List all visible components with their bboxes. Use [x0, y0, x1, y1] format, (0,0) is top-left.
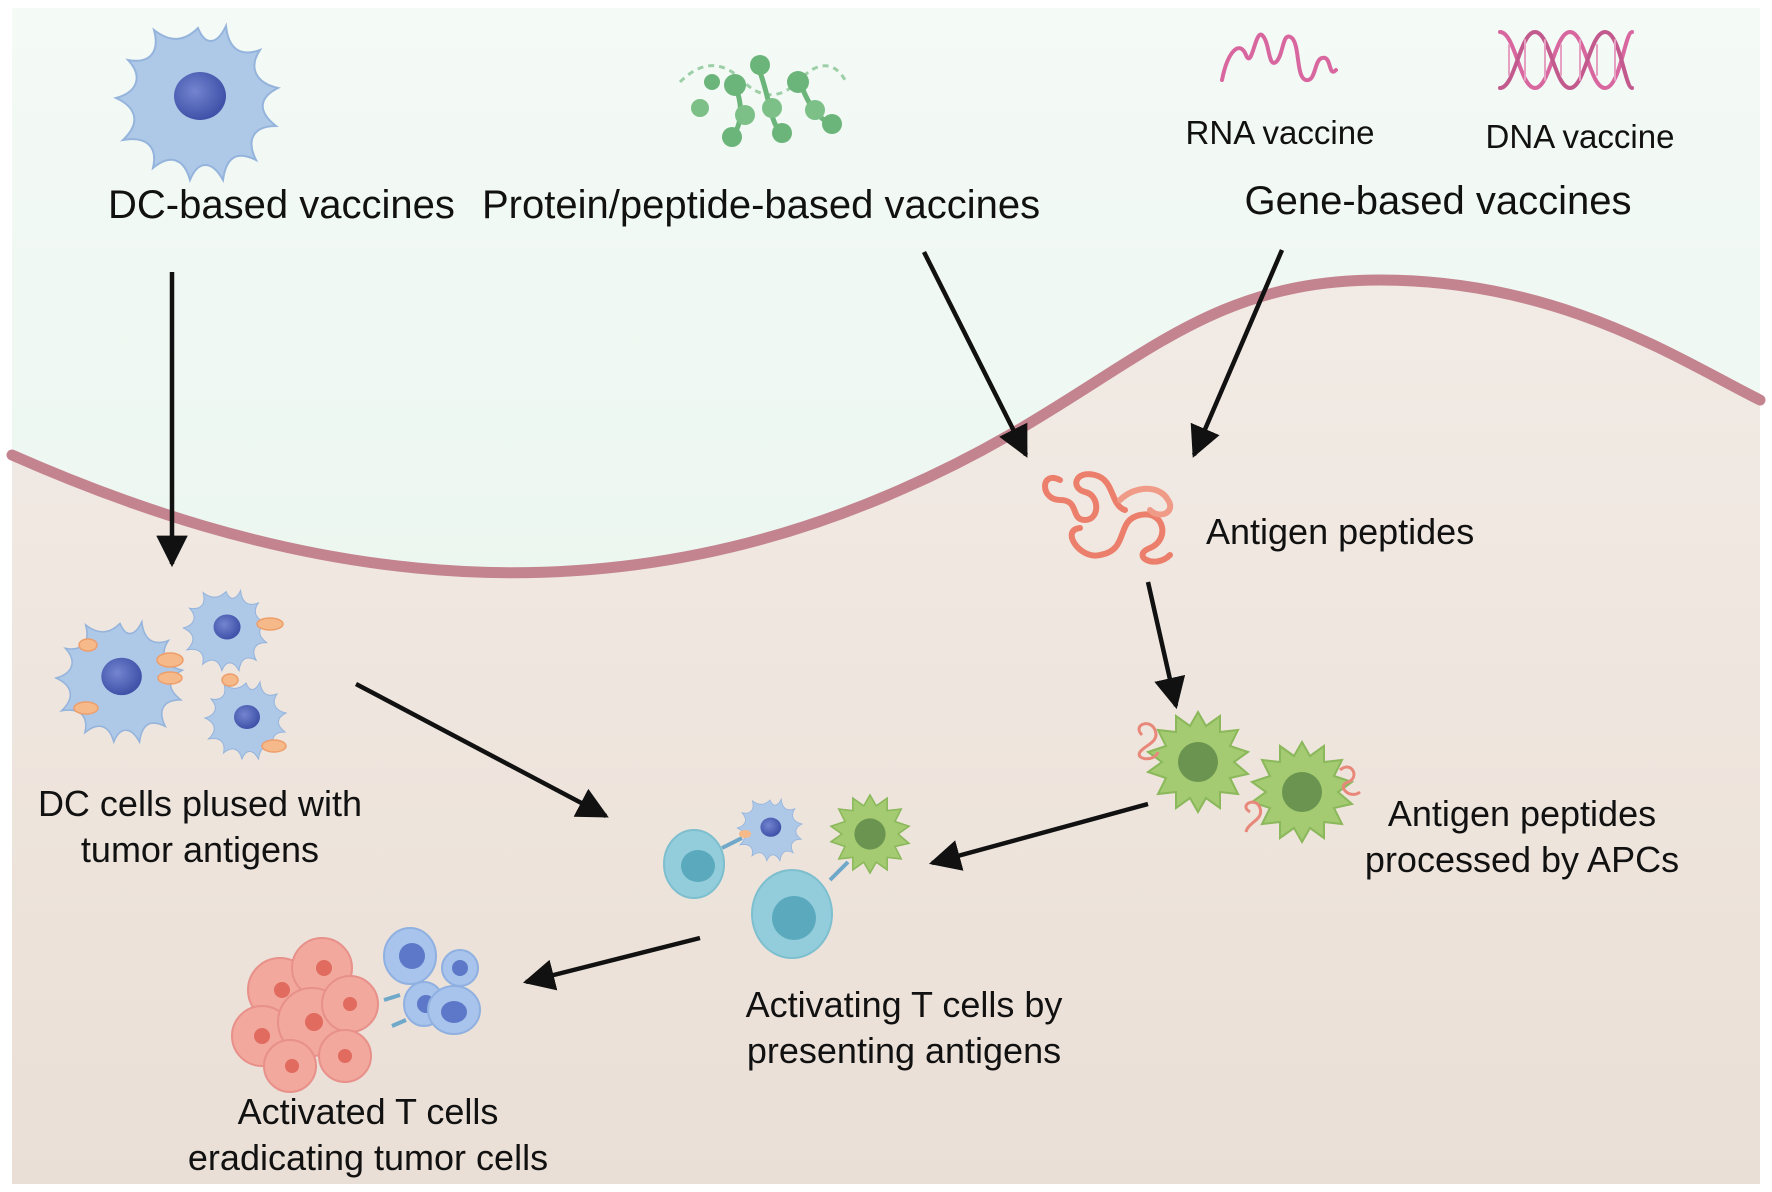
- peptide-chain-icon: [678, 55, 847, 147]
- apc-cell-icon: [829, 793, 911, 875]
- arrow-gene-to-antigen: [1190, 249, 1285, 458]
- activated-label-line1: Activated T cells: [238, 1091, 499, 1132]
- t-cell-icon: [663, 829, 725, 899]
- arrow-antigen-to-apc: [1145, 581, 1186, 710]
- activating-label-line1: Activating T cells by: [746, 984, 1063, 1025]
- t-cell-icon: [383, 927, 481, 1035]
- apc-cell-icon: [1249, 739, 1355, 845]
- rna-vaccine-label: RNA vaccine: [1186, 114, 1375, 151]
- processed-label-line1: Antigen peptides: [1388, 793, 1656, 834]
- dendritic-cell-icon: [113, 22, 281, 184]
- apc-cell-icon: [1145, 709, 1251, 815]
- dc-pulsed-label-line2: tumor antigens: [81, 829, 319, 870]
- dc-pulsed-label-line1: DC cells plused with: [38, 783, 362, 824]
- activating-label-line2: presenting antigens: [747, 1030, 1061, 1071]
- rna-strand-icon: [1220, 32, 1338, 82]
- dendritic-cell-icon: [181, 588, 270, 673]
- tumor-cluster: [231, 927, 481, 1093]
- arrow-protein-to-antigen: [921, 250, 1029, 458]
- antigen-peptides-label: Antigen peptides: [1206, 511, 1474, 552]
- dendritic-cell-icon: [736, 797, 804, 863]
- processed-label-line2: processed by APCs: [1365, 839, 1679, 880]
- dc-vaccines-label: DC-based vaccines: [108, 183, 455, 227]
- activation-cluster: [663, 793, 911, 959]
- arrow-dc-pulsed-to-activation: [354, 682, 609, 818]
- bound-antigen-icon: [1137, 722, 1361, 833]
- dendritic-cell-icon: [203, 680, 288, 761]
- arrow-apc-to-activation: [928, 801, 1149, 871]
- dna-helix-icon: [1498, 29, 1634, 91]
- protein-vaccines-label: Protein/peptide-based vaccines: [482, 183, 1040, 227]
- t-cell-icon: [751, 869, 833, 959]
- antigen-peptide-icon: [1042, 471, 1173, 565]
- receptor-link-icon: [721, 836, 850, 882]
- pulsed-dc-cluster: [53, 588, 288, 761]
- activated-label-line2: eradicating tumor cells: [188, 1137, 548, 1178]
- gene-vaccines-label: Gene-based vaccines: [1245, 179, 1632, 223]
- arrow-activation-to-tumor: [522, 935, 701, 991]
- boundary-curve: [6, 274, 1766, 579]
- tumor-antigen-icon: [73, 617, 287, 753]
- dna-vaccine-label: DNA vaccine: [1486, 118, 1675, 155]
